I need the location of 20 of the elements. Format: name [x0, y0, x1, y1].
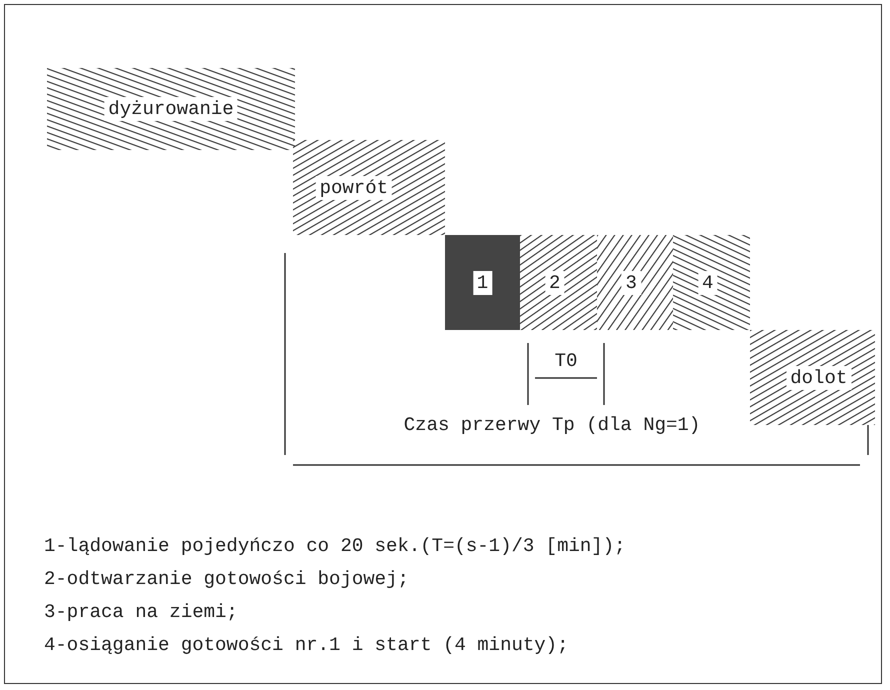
bar-label: 1 [472, 270, 492, 294]
hatched-bar [750, 330, 875, 425]
legend-note: 1-lądowanie pojedyńczo co 20 sek.(T=(s-1)/3 [min]); [44, 534, 626, 559]
legend-note: 3-praca na ziemi; [44, 600, 239, 625]
bar-label: 3 [621, 270, 641, 294]
legend-note: 2-odtwarzanie gotowości bojowej; [44, 567, 410, 592]
bar-label: powrót [316, 176, 392, 200]
shaded-bar [445, 235, 520, 330]
hatched-bar [293, 140, 445, 235]
dimension-label: T0 [554, 350, 578, 372]
hatched-bar [673, 235, 750, 330]
hatched-bar [47, 68, 295, 150]
hatched-bar [597, 235, 673, 330]
bar-label: 2 [544, 270, 564, 294]
bar-label: dyżurowanie [104, 97, 238, 121]
legend-note: 4-osiąganie gotowości nr.1 i start (4 minuty); [44, 633, 570, 658]
bar-label: dolot [786, 366, 852, 390]
dimension-label: Czas przerwy Tp (dla Ng=1) [404, 414, 700, 436]
hatched-bar [520, 235, 597, 330]
bar-label: 4 [698, 270, 718, 294]
